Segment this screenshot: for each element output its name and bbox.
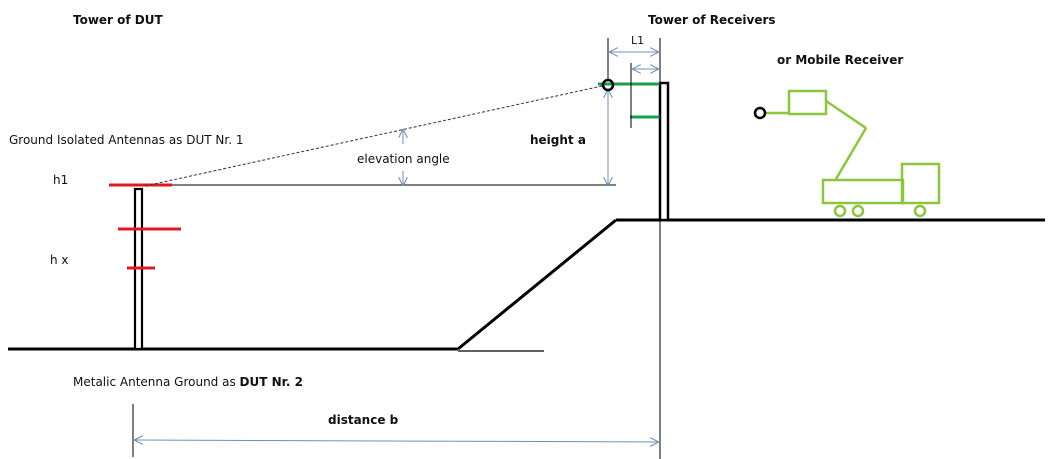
receiver-tower <box>658 81 670 222</box>
metalic-ground-prefix: Metalic Antenna Ground as <box>73 375 240 389</box>
distance-b-label: distance b <box>328 413 399 427</box>
mobile-probe-icon <box>753 106 767 120</box>
metalic-ground-suffix: DUT Nr. 2 <box>239 375 303 389</box>
height-a-label: height a <box>530 133 586 147</box>
tower-of-dut-label: Tower of DUT <box>73 13 163 27</box>
metalic-ground-label: Metalic Antenna Ground as DUT Nr. 2 <box>73 375 303 389</box>
mobile-receiver-truck-icon <box>765 89 941 218</box>
hx-label: h x <box>50 253 69 267</box>
tower-of-receivers-label: Tower of Receivers <box>648 13 776 27</box>
mobile-receiver-label: or Mobile Receiver <box>777 53 904 67</box>
slope-line <box>457 218 617 351</box>
distance-b-dimension <box>135 440 658 442</box>
l1-label: L1 <box>631 34 645 47</box>
ground-isolated-label: Ground Isolated Antennas as DUT Nr. 1 <box>9 133 244 147</box>
elevation-angle-label: elevation angle <box>357 152 450 166</box>
line-of-sight <box>144 85 603 187</box>
h1-label: h1 <box>53 173 69 187</box>
